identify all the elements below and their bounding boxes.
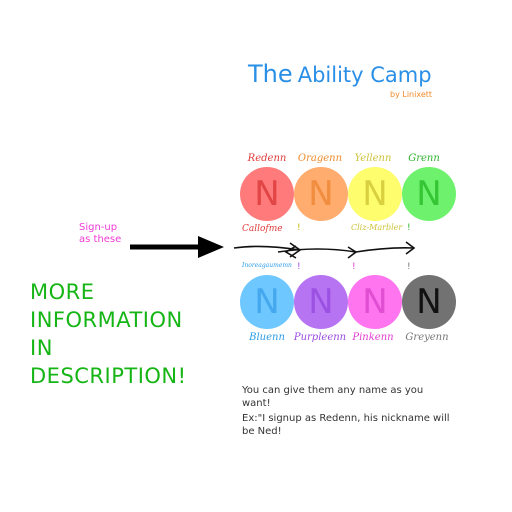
signup-label-line2: as these: [79, 234, 122, 245]
top-name-3: Yellenn: [354, 153, 392, 164]
title-part2: Ability Camp: [297, 63, 432, 87]
bottom-circle-1: N: [240, 275, 294, 329]
more-info-line3: IN: [30, 336, 53, 360]
nickname-bluenn: Inoreagaumemn: [242, 262, 292, 269]
top-circle-1: N: [240, 167, 294, 221]
bottom-circle-3: N: [348, 275, 402, 329]
more-info-text: MORE INFORMATION IN DESCRIPTION!: [30, 278, 187, 390]
top-letter-3: N: [362, 174, 388, 214]
signup-arrow-icon: [130, 236, 224, 258]
more-info-line1: MORE: [30, 280, 95, 304]
top-letter-2: N: [308, 174, 334, 214]
more-info-line2: INFORMATION: [30, 308, 183, 332]
nickname-yellenn: Cliz-Marbler: [351, 223, 403, 232]
top-name-1: Redenn: [247, 153, 287, 164]
top-circle-4: N: [402, 167, 456, 221]
more-info-line4: DESCRIPTION!: [30, 364, 187, 388]
signup-label-line1: Sign-up: [79, 222, 118, 233]
bottom-circle-2: N: [294, 275, 348, 329]
bottom-letter-4: N: [416, 282, 442, 322]
bottom-letter-2: N: [308, 282, 334, 322]
top-name-4: Grenn: [408, 153, 440, 164]
bottom-circle-4: N: [402, 275, 456, 329]
top-circle-3: N: [348, 167, 402, 221]
nickname-placeholder-4: !: [407, 223, 411, 233]
nickname-placeholder-6: !: [297, 262, 301, 272]
bottom-letter-3: N: [362, 282, 388, 322]
top-name-2: Oragenn: [297, 153, 343, 164]
note-example: Ex:"I signup as Redenn, his nickname wil…: [242, 413, 450, 437]
nickname-redenn: Callofme: [242, 224, 283, 234]
page-title: The Ability Camp: [248, 60, 432, 88]
bottom-letter-1: N: [254, 282, 280, 322]
top-circle-2: N: [294, 167, 348, 221]
bottom-name-1: Bluenn: [249, 332, 285, 343]
nickname-placeholder-7: !: [352, 262, 356, 272]
note-any-name: You can give them any name as you want!: [242, 385, 424, 409]
title-part1: The: [248, 60, 293, 88]
bottom-name-3: Pinkenn: [352, 332, 394, 343]
signup-label: Sign-up as these: [79, 222, 121, 246]
top-letter-4: N: [416, 174, 442, 214]
bottom-name-2: Purpleenn: [293, 332, 347, 343]
bottom-name-4: Greyenn: [405, 332, 449, 343]
nickname-placeholder-8: !: [407, 262, 411, 272]
swap-arrows-icon: [233, 241, 416, 259]
byline: by Linixett: [390, 90, 433, 99]
nickname-placeholder-2: !: [297, 223, 301, 233]
top-letter-1: N: [254, 174, 280, 214]
